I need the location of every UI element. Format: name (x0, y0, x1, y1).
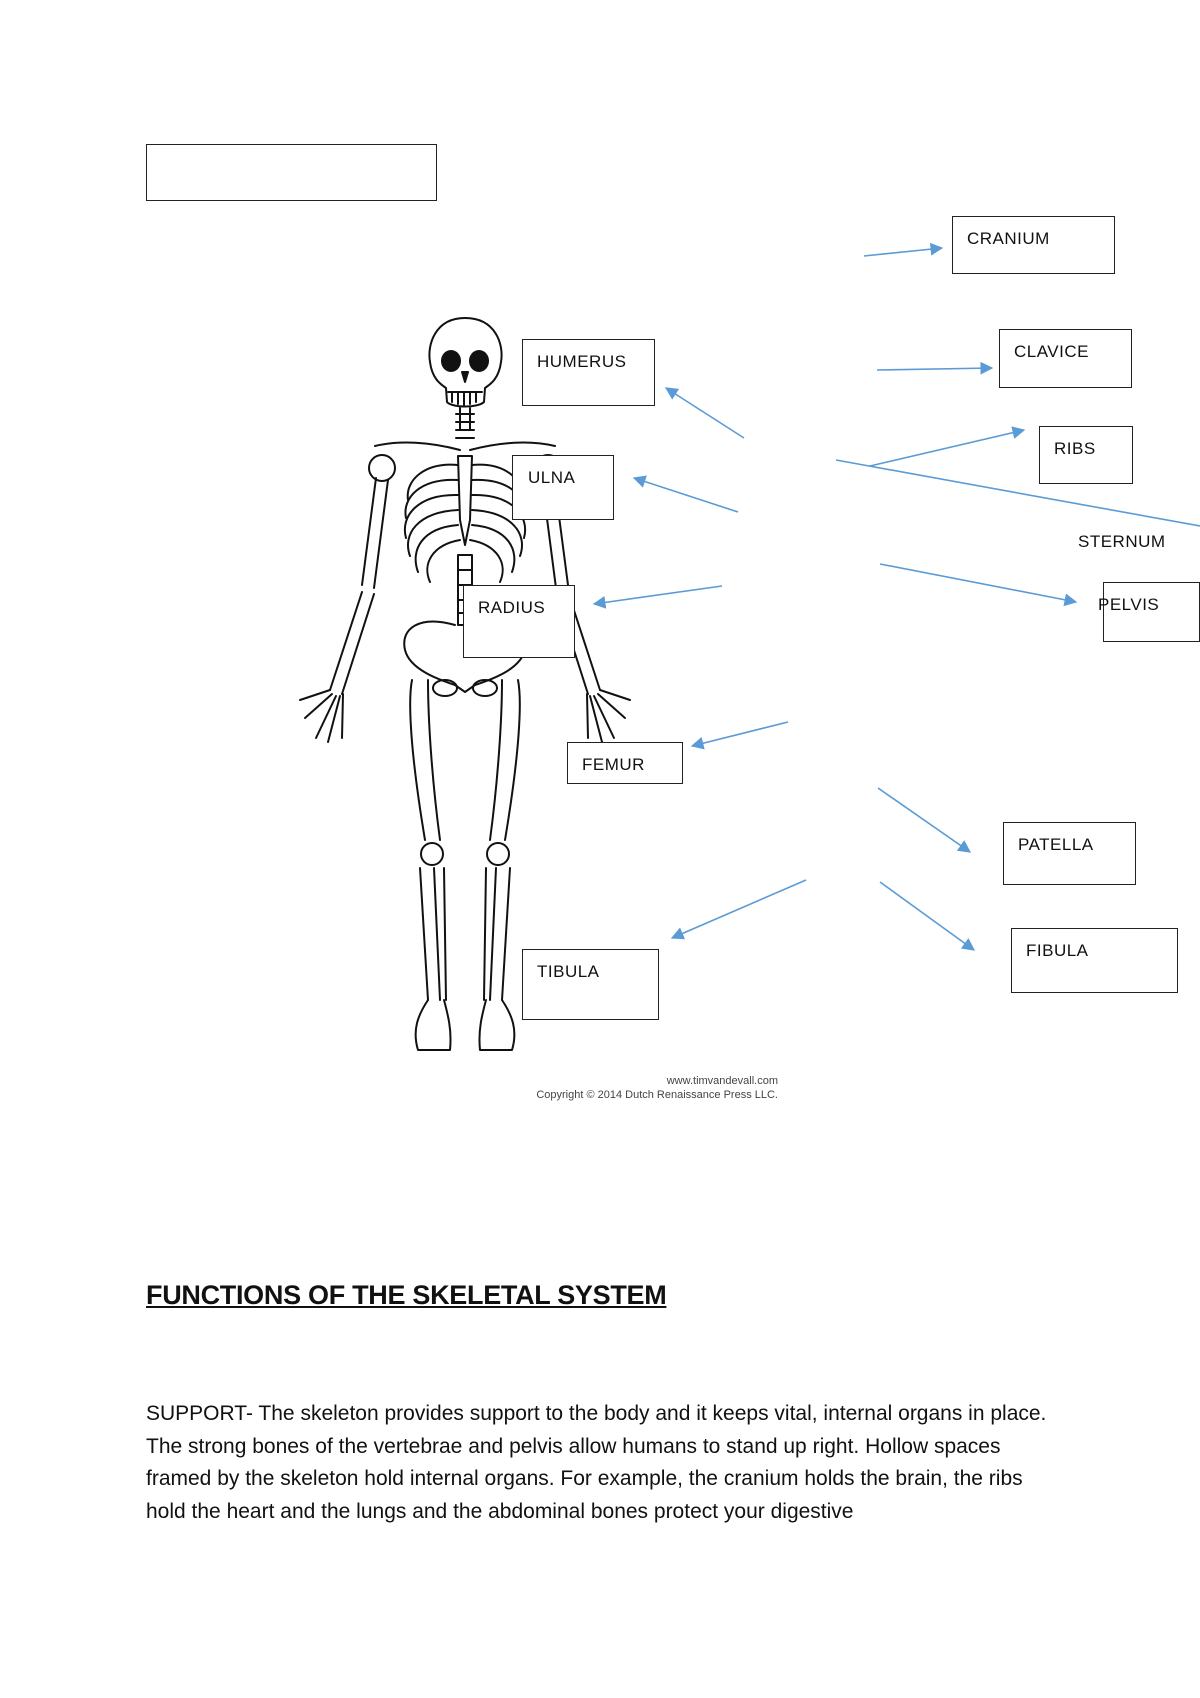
credit-url: www.timvandevall.com (666, 1075, 778, 1087)
arrow-ulna (632, 475, 739, 513)
arrow-cranium (863, 242, 944, 257)
label-patella: PATELLA (1003, 822, 1136, 885)
title-box[interactable] (146, 144, 437, 201)
label-fibula: FIBULA (1011, 928, 1178, 993)
arrow-tibula (670, 879, 807, 940)
arrow-femur (690, 721, 789, 750)
label-pelvis: PELVIS (1098, 595, 1160, 614)
label-humerus: HUMERUS (522, 339, 655, 406)
arrow-sternum (835, 459, 1200, 527)
label-radius: RADIUS (463, 585, 575, 658)
label-pelvis-box (1103, 582, 1200, 642)
label-tibula: TIBULA (522, 949, 659, 1020)
credit-copyright: Copyright © 2014 Dutch Renaissance Press… (536, 1089, 778, 1101)
arrow-clavice (876, 361, 994, 375)
section-heading: FUNCTIONS OF THE SKELETAL SYSTEM (146, 1280, 667, 1310)
arrow-layer (592, 242, 1200, 951)
label-ribs: RIBS (1039, 426, 1133, 484)
arrow-humerus (664, 387, 745, 439)
arrow-ribs (869, 426, 1026, 467)
label-ulna: ULNA (512, 455, 614, 520)
label-clavice: CLAVICE (999, 329, 1132, 388)
label-sternum: STERNUM (1078, 532, 1166, 551)
arrow-patella (877, 787, 972, 853)
arrow-pelvis (879, 563, 1078, 607)
section-body: SUPPORT- The skeleton provides support t… (146, 1402, 1047, 1523)
label-femur: FEMUR (567, 742, 683, 784)
arrow-radius (592, 585, 723, 609)
label-cranium: CRANIUM (952, 216, 1115, 274)
illustration-credit: www.timvandevall.com Copyright © 2014 Du… (500, 1074, 778, 1102)
arrow-fibula (879, 881, 976, 951)
